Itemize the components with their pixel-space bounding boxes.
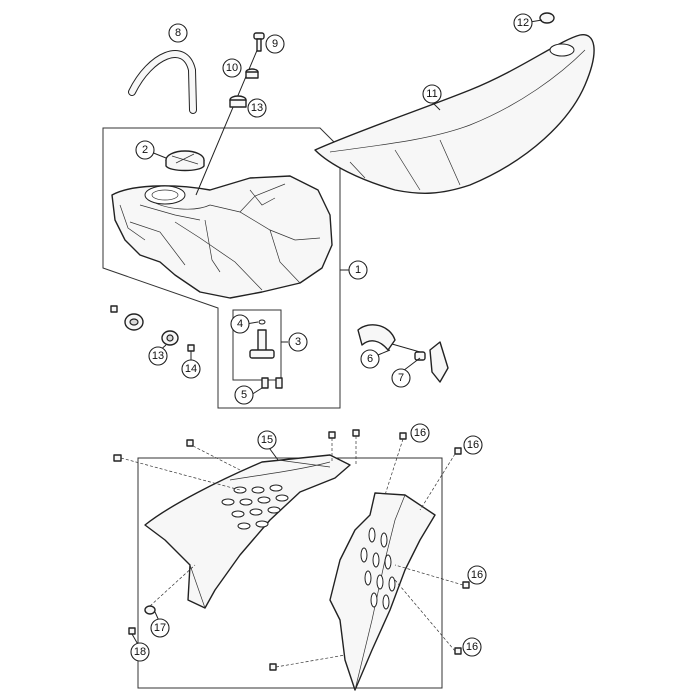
bushings [110, 305, 195, 352]
svg-text:13: 13 [251, 102, 263, 114]
callout-7: 7 [391, 368, 411, 388]
svg-text:8: 8 [175, 27, 181, 39]
callout-2: 2 [135, 140, 155, 160]
svg-text:18: 18 [134, 646, 146, 658]
fuel-tap [249, 319, 288, 389]
svg-text:14: 14 [185, 363, 197, 375]
callout-11: 11 [422, 84, 442, 104]
callout-9: 9 [265, 34, 285, 54]
seat-nut [539, 12, 555, 24]
callout-16-c: 16 [467, 565, 487, 585]
svg-text:9: 9 [272, 38, 278, 50]
callout-5: 5 [234, 385, 254, 405]
callout-15: 15 [257, 430, 277, 450]
svg-text:1: 1 [355, 264, 361, 276]
shroud-assembly-frame [137, 457, 443, 689]
svg-text:2: 2 [142, 144, 148, 156]
callout-13-top: 13 [247, 98, 267, 118]
hose-holder [357, 324, 449, 383]
svg-text:16: 16 [471, 569, 483, 581]
callout-16-b: 16 [463, 435, 483, 455]
shroud-left [144, 454, 351, 609]
fuel-cap [165, 150, 205, 172]
callout-1: 1 [348, 260, 368, 280]
svg-text:10: 10 [226, 62, 238, 74]
svg-text:7: 7 [398, 372, 404, 384]
fuel-tank [111, 175, 333, 299]
tank-assembly-frame [102, 127, 341, 409]
callout-12: 12 [513, 13, 533, 33]
callout-18: 18 [130, 642, 150, 662]
seat [314, 34, 595, 194]
svg-text:16: 16 [467, 439, 479, 451]
svg-text:6: 6 [367, 353, 373, 365]
callout-16-a: 16 [410, 423, 430, 443]
svg-text:16: 16 [466, 641, 478, 653]
svg-text:3: 3 [295, 336, 301, 348]
svg-text:13: 13 [152, 350, 164, 362]
callout-17: 17 [150, 618, 170, 638]
callout-4: 4 [230, 314, 250, 334]
shroud-screws [113, 429, 470, 671]
callout-10: 10 [222, 58, 242, 78]
callout-8: 8 [168, 23, 188, 43]
svg-text:17: 17 [154, 622, 166, 634]
shroud-right [329, 492, 436, 691]
callout-14: 14 [181, 359, 201, 379]
callout-3: 3 [288, 332, 308, 352]
callout-13-bottom: 13 [148, 346, 168, 366]
svg-text:16: 16 [414, 427, 426, 439]
hose-fittings [195, 32, 265, 196]
tap-subassembly-frame [232, 309, 282, 381]
callout-16-d: 16 [462, 637, 482, 657]
svg-text:15: 15 [261, 434, 273, 446]
svg-text:11: 11 [426, 88, 437, 100]
callout-6: 6 [360, 349, 380, 369]
svg-text:12: 12 [517, 17, 529, 29]
svg-text:4: 4 [237, 318, 243, 330]
svg-text:5: 5 [241, 389, 247, 401]
